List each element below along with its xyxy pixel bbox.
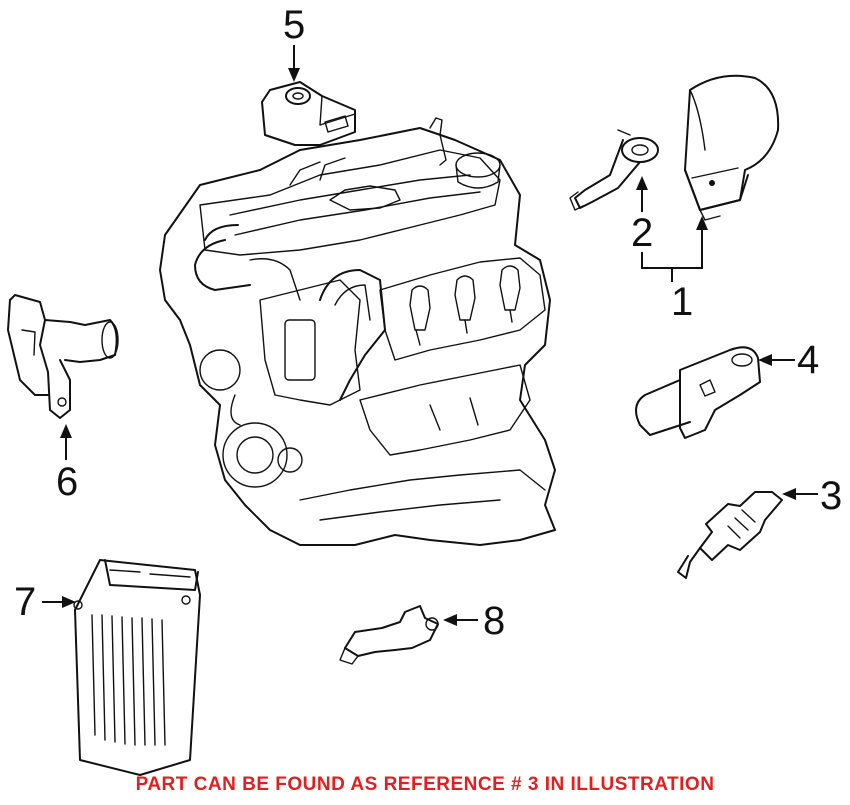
part-6-sensor [7, 294, 119, 460]
callout-1-2-leaders [636, 176, 708, 282]
part-7-ecu [42, 559, 201, 776]
callout-5: 5 [283, 3, 306, 47]
reference-caption: PART CAN BE FOUND AS REFERENCE # 3 IN IL… [135, 774, 715, 795]
callout-3: 3 [820, 474, 843, 518]
callout-7: 7 [14, 580, 37, 624]
coil-cluster [409, 265, 521, 346]
callout-8: 8 [483, 599, 506, 643]
callout-2: 2 [631, 211, 654, 255]
part-1-ignition-coil [684, 74, 780, 221]
part-4-sensor [635, 346, 795, 439]
part-3-spark-plug [677, 488, 818, 579]
callout-6: 6 [56, 460, 79, 504]
part-5-sensor [261, 45, 356, 146]
callout-4: 4 [797, 338, 820, 382]
callout-1: 1 [671, 280, 694, 324]
part-8-sensor [339, 605, 478, 665]
engine-illustration [159, 117, 556, 546]
part-2-connector [569, 129, 659, 211]
